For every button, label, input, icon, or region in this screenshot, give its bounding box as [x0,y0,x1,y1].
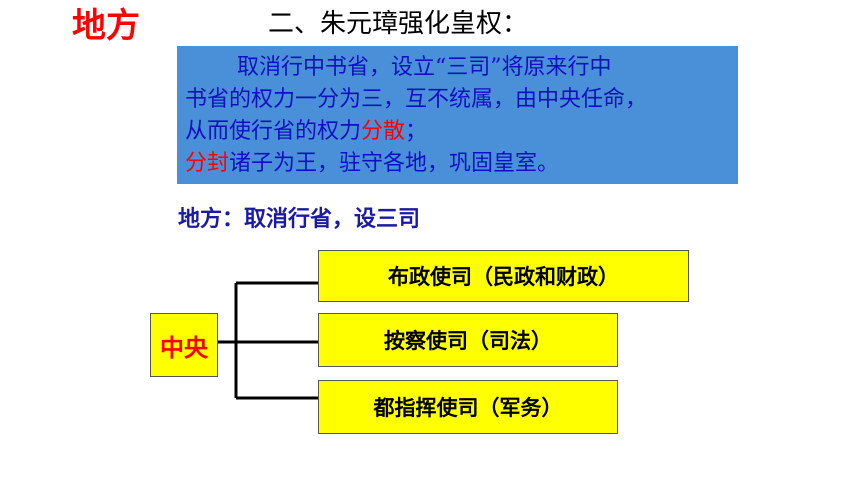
description-line-2: 书省的权力一分为三，互不统属，由中央任命， [185,87,648,112]
corner-title: 地方 [72,6,140,46]
branch-node-military: 都指挥使司（军务） [318,380,618,434]
branch-node-administration: 布政使司（民政和财政） [318,250,689,302]
description-line-3-prefix: 从而使行省的权力 [185,119,362,144]
root-node-central: 中央 [150,313,218,377]
description-line-3-suffix: ； [405,119,428,144]
description-line-4-suffix: 诸子为王，驻守各地，巩固皇室。 [229,151,560,176]
description-line-3: 从而使行省的权力分散； [185,116,730,148]
highlight-disperse: 分散 [361,119,406,144]
highlight-enfeoff: 分封 [185,151,230,176]
description-line-1: 取消行中书省，设立“三司”将原来行中 [237,55,612,80]
description-line-4: 分封诸子为王，驻守各地，巩固皇室。 [185,148,730,180]
description-box: 取消行中书省，设立“三司”将原来行中 书省的权力一分为三，互不统属，由中央任命，… [177,46,738,184]
slide-title: 二、朱元璋强化皇权： [268,9,529,39]
branch-node-judicial: 按察使司（司法） [318,313,618,367]
subheading: 地方：取消行省，设三司 [178,207,421,232]
